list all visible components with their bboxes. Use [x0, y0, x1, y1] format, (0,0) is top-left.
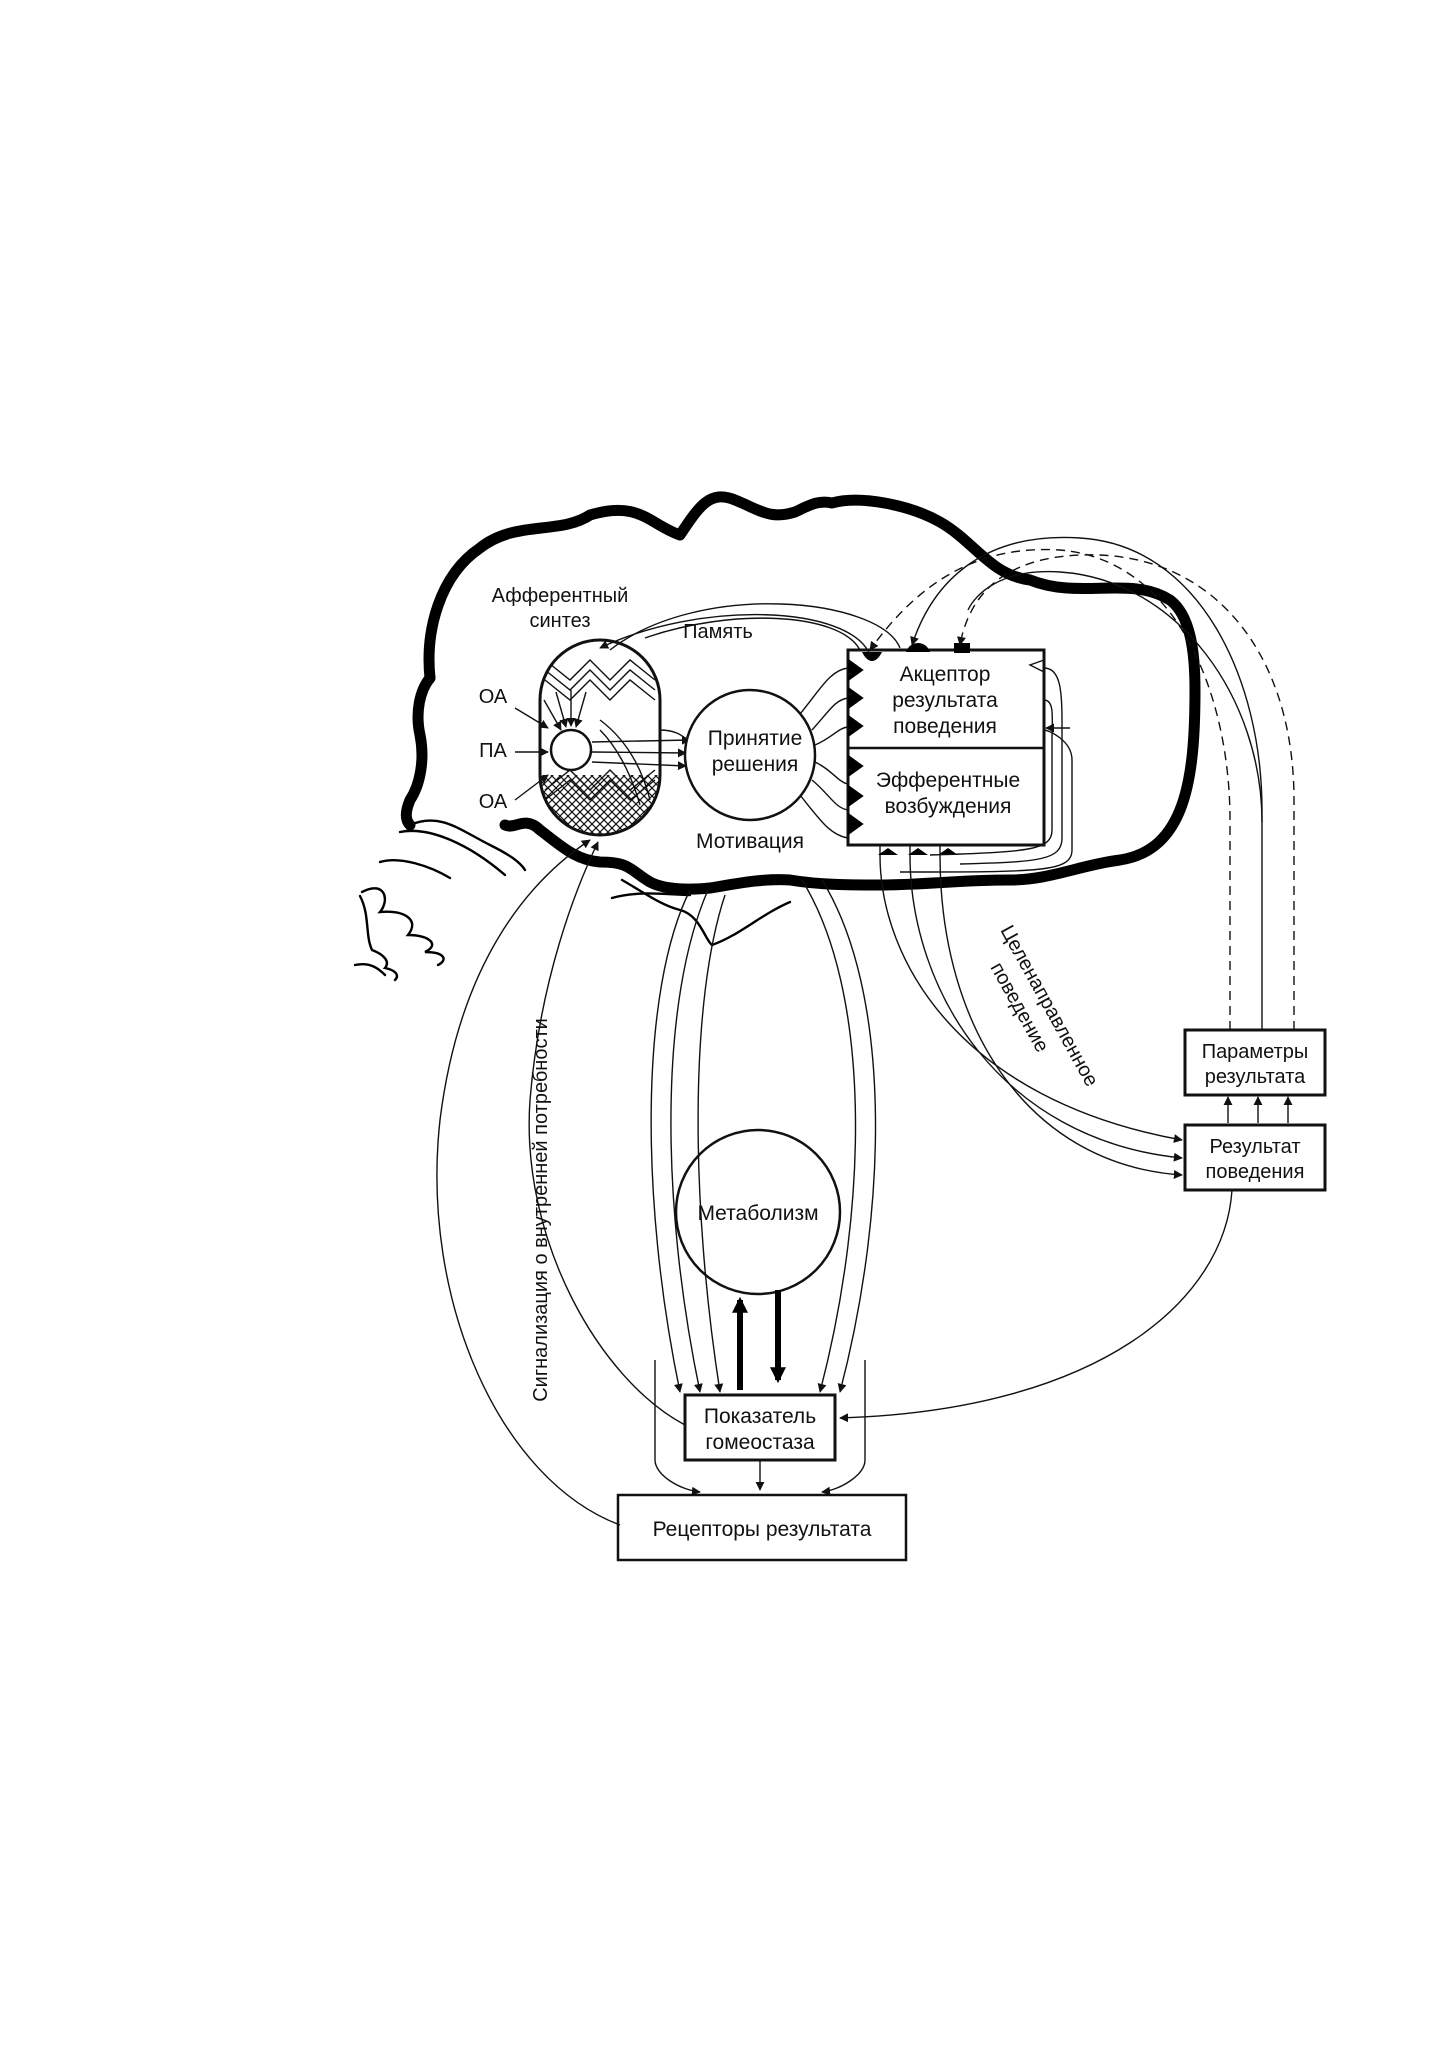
memory-label: Память: [683, 621, 753, 643]
efferent-label-line2: возбуждения: [885, 795, 1012, 818]
acceptor-return-lines: [899, 667, 1073, 873]
decision-block: [683, 688, 817, 822]
metabolism-block: [674, 1128, 842, 1296]
receptors-box: [616, 1493, 908, 1562]
homeostasis-label-line1: Показатель: [704, 1405, 816, 1428]
metabolism-label: Метаболизм: [697, 1202, 818, 1225]
decision-label-line1: Принятие: [708, 727, 803, 750]
motivation-lines: [650, 879, 877, 1393]
metabolism-exchange-arrows: [732, 1290, 786, 1390]
internal-need-signal-lines: [436, 839, 686, 1526]
params-label-line2: результата: [1205, 1066, 1306, 1088]
motivation-label: Мотивация: [696, 830, 804, 853]
params-label-line1: Параметры: [1202, 1041, 1309, 1063]
acceptor-efferent-block: [846, 643, 1046, 847]
params-box: [1183, 1028, 1327, 1097]
afferent-synthesis-label-line2: синтез: [529, 610, 590, 632]
result-label-line1: Результат: [1210, 1136, 1301, 1158]
result-box: [1183, 1123, 1327, 1192]
afferent-inputs: [514, 707, 549, 801]
acceptor-label-line2: результата: [892, 689, 998, 712]
text-labels: Афферентный синтез Память ОА ПА ОА Приня…: [479, 585, 1309, 1541]
result-to-homeostasis-line: [839, 1189, 1233, 1423]
efferent-label-line1: Эфферентные: [876, 769, 1020, 792]
oa-label-top: ОА: [479, 686, 508, 708]
brain-outline: [353, 491, 1201, 982]
decision-to-acceptor-lines: [799, 667, 849, 839]
decision-label-line2: решения: [712, 753, 799, 776]
afferent-synthesis-label-line1: Афферентный: [492, 585, 629, 607]
efferent-output-lines: [878, 845, 1183, 1179]
memory-arrows: [599, 603, 901, 656]
receptors-label: Рецепторы результата: [653, 1518, 872, 1541]
acceptor-label-line3: поведения: [893, 715, 997, 738]
homeostasis-label-line2: гомеостаза: [705, 1431, 815, 1454]
pa-label: ПА: [479, 740, 507, 762]
result-to-params-arrows: [1223, 1096, 1293, 1123]
result-label-line2: поведения: [1206, 1161, 1305, 1183]
homeostasis-to-receptors-arrows: [654, 1360, 866, 1496]
feedback-loops: [869, 536, 1295, 1030]
internal-need-signal-label: Сигнализация о внутренней потребности: [530, 1018, 552, 1402]
acceptor-label-line1: Акцептор: [900, 663, 991, 686]
oa-label-bottom: ОА: [479, 791, 508, 813]
